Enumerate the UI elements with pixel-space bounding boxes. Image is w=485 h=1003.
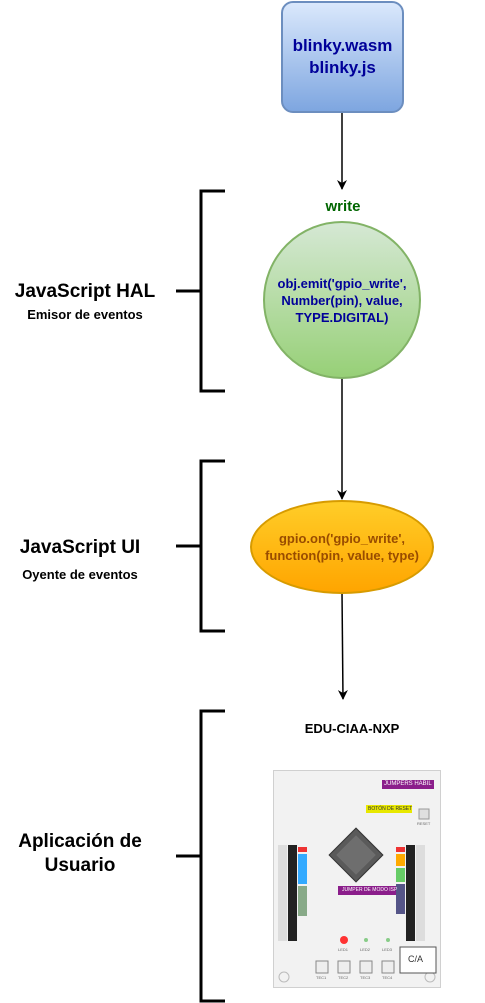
- write-label: write: [325, 198, 361, 215]
- layer-hal-label: JavaScript HAL Emisor de eventos: [0, 281, 170, 322]
- bracket-app: [176, 709, 225, 1003]
- layer-hal-subtitle: Emisor de eventos: [27, 307, 143, 322]
- ui-listener-node[interactable]: gpio.on('gpio_write', function(pin, valu…: [250, 500, 434, 594]
- board-drawing: [278, 780, 437, 983]
- layer-ui-title: JavaScript UI: [19, 537, 141, 558]
- board-tec1-label: TEC1: [316, 975, 327, 980]
- layer-ui-subtitle: Oyente de eventos: [22, 567, 138, 582]
- board-tec3-label: TEC3: [360, 975, 371, 980]
- source-line-2: blinky.js: [309, 58, 376, 77]
- board-tec2-label: TEC2: [338, 975, 349, 980]
- layer-hal-title: JavaScript HAL: [14, 281, 156, 302]
- board-tec4-label: TEC4: [382, 975, 393, 980]
- layer-app-title-2: Usuario: [44, 855, 116, 876]
- source-box[interactable]: blinky.wasm blinky.js: [281, 1, 404, 113]
- hal-line-3: TYPE.DIGITAL): [295, 309, 389, 325]
- layer-app-title-1: Aplicación de: [18, 831, 142, 852]
- board-led1-label: LED1: [338, 947, 349, 952]
- arrow-ui-to-board: [337, 591, 348, 700]
- layer-ui-label: JavaScript UI Oyente de eventos: [0, 537, 160, 582]
- hal-line-2: Number(pin), value,: [281, 292, 403, 308]
- board-led3-label: LED3: [382, 947, 393, 952]
- board-reset-label: RESET: [417, 821, 431, 826]
- board-tag-isp: JUMPER DE MODO ISP: [342, 887, 398, 893]
- board-image: JUMPERS HABIL BOTÓN DE RESET RESET JUMPE…: [273, 770, 441, 988]
- board-tag-reset: BOTÓN DE RESET: [368, 806, 413, 812]
- ui-line-2: function(pin, value, type): [265, 548, 419, 563]
- board-led2-label: LED2: [360, 947, 371, 952]
- ui-line-1: gpio.on('gpio_write',: [278, 531, 406, 546]
- board-logo: C/A: [408, 954, 424, 964]
- bracket-hal: [176, 189, 225, 393]
- layer-app-label: Aplicación de Usuario: [0, 830, 160, 878]
- board-name: EDU-CIAA-NXP: [304, 721, 400, 736]
- source-line-1: blinky.wasm: [292, 36, 393, 55]
- board-tag-jumpers: JUMPERS HABIL: [384, 781, 432, 787]
- hal-line-1: obj.emit('gpio_write',: [277, 275, 407, 291]
- bracket-ui: [176, 459, 225, 633]
- hal-emit-node[interactable]: obj.emit('gpio_write', Number(pin), valu…: [263, 221, 421, 379]
